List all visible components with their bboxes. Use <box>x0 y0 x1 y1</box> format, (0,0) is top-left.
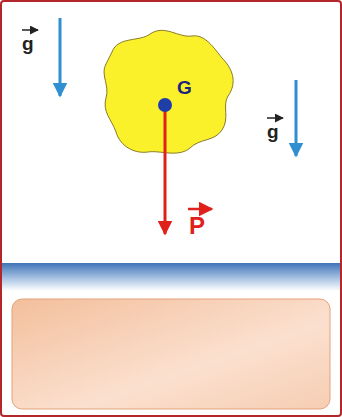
vector-label-box: g <box>267 122 279 142</box>
point-label: G <box>177 77 192 98</box>
gravity-arrow <box>295 80 298 156</box>
gravity-arrow <box>59 18 62 96</box>
vector-symbol <box>188 208 212 211</box>
solid-body <box>104 30 233 153</box>
vector-label-box: g <box>22 34 34 54</box>
vector-label: g <box>22 33 34 54</box>
point-label-box: G <box>177 78 192 98</box>
surface-band <box>2 263 340 291</box>
center-of-gravity <box>158 98 172 112</box>
ground-block <box>12 299 330 409</box>
vector-symbol <box>267 117 283 119</box>
vector-label: P <box>189 212 205 239</box>
weight-arrow <box>164 108 167 234</box>
vector-label: g <box>267 121 279 142</box>
vector-symbol <box>22 29 38 31</box>
vector-label-box: P <box>189 214 205 238</box>
